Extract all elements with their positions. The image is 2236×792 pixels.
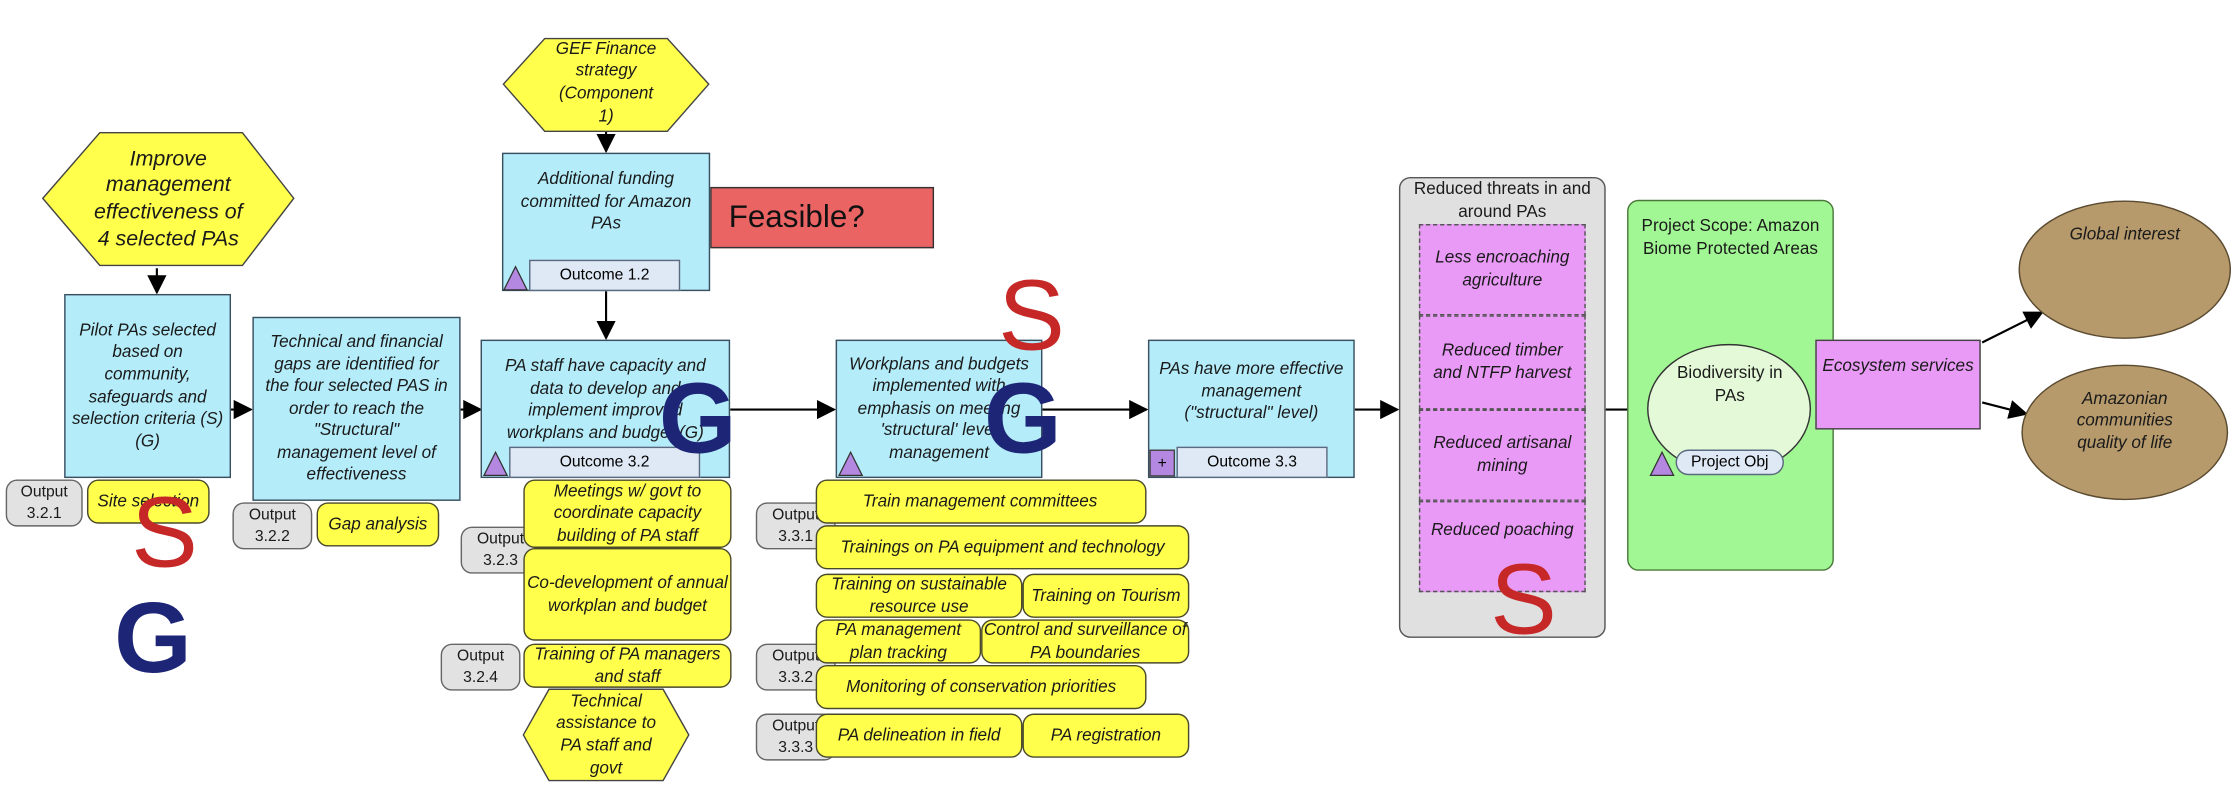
ellipse-amazonian <box>2021 364 2229 501</box>
activity-box: Gap analysis <box>316 502 440 547</box>
gender-g-marker: G <box>658 362 737 474</box>
activity-box: Control and surveillance of PA boundarie… <box>981 619 1190 664</box>
safeguard-s-marker: S <box>131 476 198 588</box>
activity-box: PA delineation in field <box>815 713 1023 758</box>
activity-box: Meetings w/ govt to coordinate capacity … <box>523 479 732 548</box>
outcome-3-3-tag: Outcome 3.3 <box>1176 446 1328 479</box>
node-effective-label: PAs have more effective management ("str… <box>1159 358 1344 423</box>
triangle-marker-icon <box>482 450 509 476</box>
node-gaps: Technical and financial gaps are identif… <box>252 316 461 501</box>
output-label-324: Output 3.2.4 <box>440 643 521 691</box>
activity-box: Monitoring of conservation priorities <box>815 664 1147 710</box>
hex-gef-label: GEF Finance strategy (Component 1) <box>555 38 657 125</box>
project-scope-title: Project Scope: Amazon Biome Protected Ar… <box>1641 216 1820 259</box>
triangle-marker-icon <box>1649 450 1675 476</box>
outcome-3-2-tag: Outcome 3.2 <box>509 446 701 479</box>
hex-tech-label: Technical assistance to PA staff and gov… <box>556 690 656 778</box>
ellipse-global-interest <box>2018 200 2232 339</box>
activity-box: Trainings on PA equipment and technology <box>815 525 1190 570</box>
gender-g-marker: G <box>114 582 192 694</box>
biodiversity-label: Biodiversity in PAs <box>1676 363 1783 406</box>
activity-box: Co-development of annual workplan and bu… <box>523 547 732 641</box>
activity-box: Training of PA managers and staff <box>523 643 732 688</box>
node-pilot-pas: Pilot PAs selected based on community, s… <box>64 293 232 479</box>
threat-item: Reduced timber and NTFP harvest <box>1418 315 1586 410</box>
activity-box: Site selection <box>86 479 210 524</box>
activity-box: PA management plan tracking <box>815 619 982 664</box>
arrow-ecosystem-global <box>1981 311 2044 344</box>
hexagon-gef <box>502 37 710 133</box>
triangle-marker-icon <box>502 265 529 291</box>
output-label-322: Output 3.2.2 <box>232 502 313 550</box>
hexagon-improve <box>41 132 295 267</box>
plus-marker-icon: + <box>1149 449 1176 477</box>
amazonian-label: Amazonian communities quality of life <box>2076 387 2173 453</box>
activity-box: Train management committees <box>815 479 1147 524</box>
node-capacity-label: PA staff have capacity and data to devel… <box>504 355 706 443</box>
gender-g-marker: G <box>983 362 1062 474</box>
node-funding-label: Additional funding committed for Amazon … <box>520 168 692 233</box>
global-interest-label: Global interest <box>2069 224 2180 245</box>
safeguard-s-marker: S <box>1490 543 1557 656</box>
node-workplans: Workplans and budgets implemented with e… <box>835 339 1043 479</box>
feasible-box: Feasible? <box>710 186 935 249</box>
output-label-321: Output 3.2.1 <box>5 479 83 527</box>
threat-item: Less encroaching agriculture <box>1418 224 1586 316</box>
threat-item: Reduced artisanal mining <box>1418 409 1586 501</box>
ecosystem-services-box: Ecosystem services <box>1815 339 1981 430</box>
hex-improve-label: Improve management effectiveness of 4 se… <box>93 146 243 251</box>
safeguard-s-marker: S <box>998 259 1065 372</box>
project-obj-tag: Project Obj <box>1675 449 1784 476</box>
activity-box: Training on Tourism <box>1022 573 1190 618</box>
threat-item: Reduced poaching <box>1418 500 1586 593</box>
hexagon-tech <box>522 688 690 782</box>
activity-box: PA registration <box>1022 713 1190 758</box>
triangle-marker-icon <box>838 450 864 476</box>
threats-title: Reduced threats in and around PAs <box>1413 178 1591 222</box>
arrow-ecosystem-amazonian <box>1981 400 2029 419</box>
activity-box: Training on sustainable resource use <box>815 574 1023 618</box>
outcome-1-2-tag: Outcome 1.2 <box>529 259 681 292</box>
